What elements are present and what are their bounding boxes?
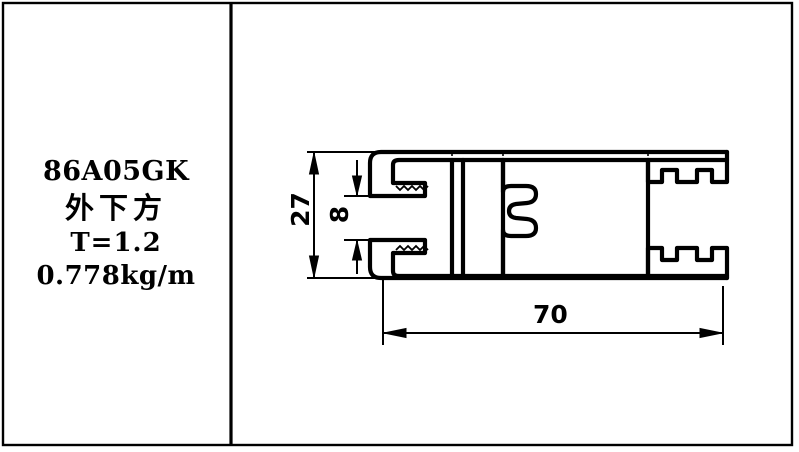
arrowhead-27-top <box>308 152 320 175</box>
dimension-70-width <box>382 278 724 345</box>
arrowhead-70-right <box>699 327 723 339</box>
arrowhead-27-bottom <box>308 255 320 278</box>
profile-bottom-outline <box>367 237 730 281</box>
arrowhead-8-upper <box>351 175 363 196</box>
upper-flange-hooks <box>645 149 730 185</box>
serration-teeth <box>395 184 429 252</box>
dimension-27-height <box>307 151 392 279</box>
arrowhead-8-lower <box>351 240 363 261</box>
clip-hook-detail <box>500 157 539 279</box>
face-tick-marks <box>451 152 649 278</box>
profile-cross-section <box>367 149 730 281</box>
sheet-border-frame <box>1 1 794 447</box>
profile-top-outline <box>367 149 730 199</box>
arrowhead-70-left <box>383 327 407 339</box>
lower-flange-hooks <box>645 245 730 281</box>
